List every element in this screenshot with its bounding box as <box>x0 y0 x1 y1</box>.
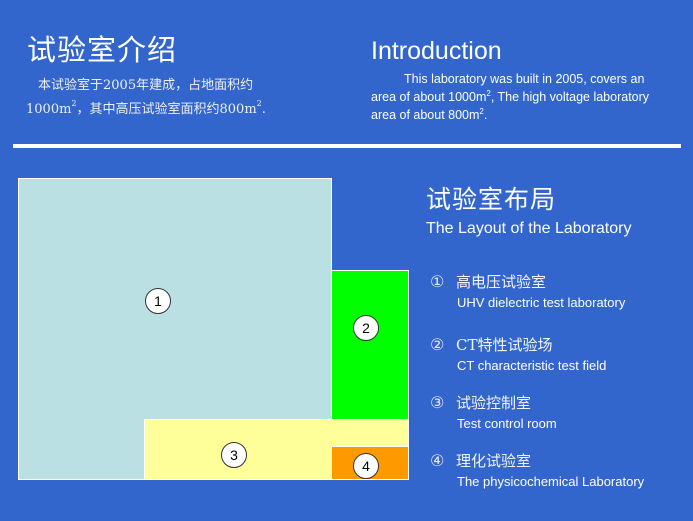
legend-number-1: ① <box>430 272 445 291</box>
intro-en-line1: This laboratory was built in 2005, cover… <box>404 72 645 86</box>
legend-label-cn: 高电压试验室 <box>456 273 547 291</box>
layout-title-en: The Layout of the Laboratory <box>426 220 632 237</box>
legend-item-2: ② CT特性试验场 CT characteristic test field <box>430 334 606 375</box>
intro-en-line2: area of about 1000m2, The high voltage l… <box>371 88 681 106</box>
legend-label-en: UHV dielectric test laboratory <box>457 295 626 310</box>
legend-label-en: CT characteristic test field <box>457 358 607 373</box>
intro-text-en: This laboratory was built in 2005, cover… <box>371 70 681 124</box>
legend-label-cn: 试验控制室 <box>456 394 532 412</box>
text-period: . <box>261 102 266 117</box>
intro-title-cn: 试验室介绍 <box>27 33 178 67</box>
legend-label-cn: CT特性试验场 <box>456 336 553 354</box>
region-marker-2: 2 <box>353 315 379 341</box>
text-segment: area of about 1000m <box>371 90 487 104</box>
intro-en-line3: area of about 800m2. <box>371 106 681 124</box>
intro-text-cn: 本试验室于2005年建成，占地面积约 1000m2，其中高压试验室面积约800m… <box>26 74 356 122</box>
region-marker-3: 3 <box>221 442 247 468</box>
layout-title-cn: 试验室布局 <box>426 185 557 214</box>
legend-item-1: ① 高电压试验室 UHV dielectric test laboratory <box>430 271 625 312</box>
superscript: 2 <box>486 89 491 98</box>
intro-title-en: Introduction <box>371 37 502 65</box>
legend-label-en: The physicochemical Laboratory <box>457 474 645 489</box>
section-divider <box>13 144 681 148</box>
legend-number-3: ③ <box>430 393 445 412</box>
intro-cn-line1: 本试验室于2005年建成，占地面积约 <box>38 78 254 93</box>
superscript: 2 <box>256 99 262 108</box>
superscript: 2 <box>479 107 484 116</box>
legend-number-4: ④ <box>430 451 445 470</box>
legend-label-cn: 理化试验室 <box>456 452 532 470</box>
region-2-ct-field <box>331 270 409 420</box>
legend-item-3: ③ 试验控制室 Test control room <box>430 392 557 433</box>
text-area-hv: ，其中高压试验室面积约800m <box>76 102 257 117</box>
text-segment: area of about 800m <box>371 108 480 122</box>
legend-item-4: ④ 理化试验室 The physicochemical Laboratory <box>430 450 644 491</box>
text-segment: , The high voltage laboratory <box>490 90 650 104</box>
region-marker-1: 1 <box>145 288 171 314</box>
legend-number-2: ② <box>430 335 445 354</box>
text-segment: . <box>483 108 488 122</box>
superscript: 2 <box>71 99 77 108</box>
intro-cn-line2: 1000m2，其中高压试验室面积约800m2. <box>26 98 356 122</box>
legend-label-en: Test control room <box>457 416 557 431</box>
text-area-total: 1000m <box>26 102 72 117</box>
region-marker-4: 4 <box>353 453 379 479</box>
